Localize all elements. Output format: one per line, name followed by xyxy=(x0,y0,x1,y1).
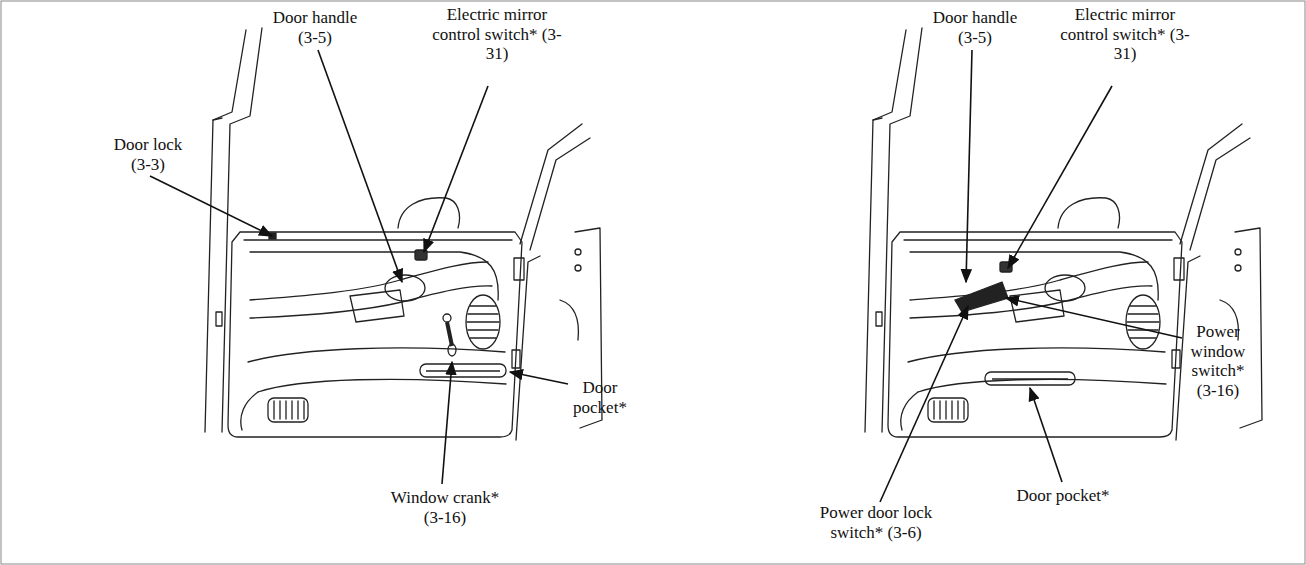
door-pocket xyxy=(426,370,500,371)
door-pocket xyxy=(420,364,506,377)
callout-label: Power door lock switch* (3-6) xyxy=(811,503,941,542)
leader-line xyxy=(318,50,402,282)
callout-label: Power window switch* (3-16) xyxy=(1184,322,1252,400)
window-crank xyxy=(443,314,451,322)
door-right xyxy=(865,28,1262,440)
power-switch-panel xyxy=(955,282,1008,312)
leader-line xyxy=(442,362,452,484)
door-left xyxy=(205,28,602,440)
door-pocket xyxy=(985,372,1075,385)
leader-line xyxy=(1008,86,1112,268)
leader-line xyxy=(150,176,272,236)
door-pocket xyxy=(992,378,1068,379)
callout-label: Window crank* (3-16) xyxy=(383,488,508,527)
door-lock-knob xyxy=(269,233,276,239)
leader-line xyxy=(424,86,488,252)
callout-label: Electric mirror control switch* (3-31) xyxy=(427,5,567,64)
callout-label: Door lock (3-3) xyxy=(103,135,193,174)
leader-line xyxy=(510,372,568,384)
window-crank xyxy=(447,322,452,346)
leader-line xyxy=(1030,388,1062,482)
window-crank xyxy=(448,344,456,356)
callout-label: Door handle (3-5) xyxy=(265,8,365,47)
callout-label: Door handle (3-5) xyxy=(925,8,1025,47)
callout-label: Door pocket* xyxy=(988,486,1138,506)
mirror-switch xyxy=(415,250,427,260)
callout-label: Electric mirror control switch* (3-31) xyxy=(1055,5,1195,64)
leader-line xyxy=(880,306,968,502)
callout-label: Door pocket* xyxy=(565,378,635,417)
leader-line xyxy=(1006,298,1182,338)
leader-line xyxy=(966,50,972,282)
